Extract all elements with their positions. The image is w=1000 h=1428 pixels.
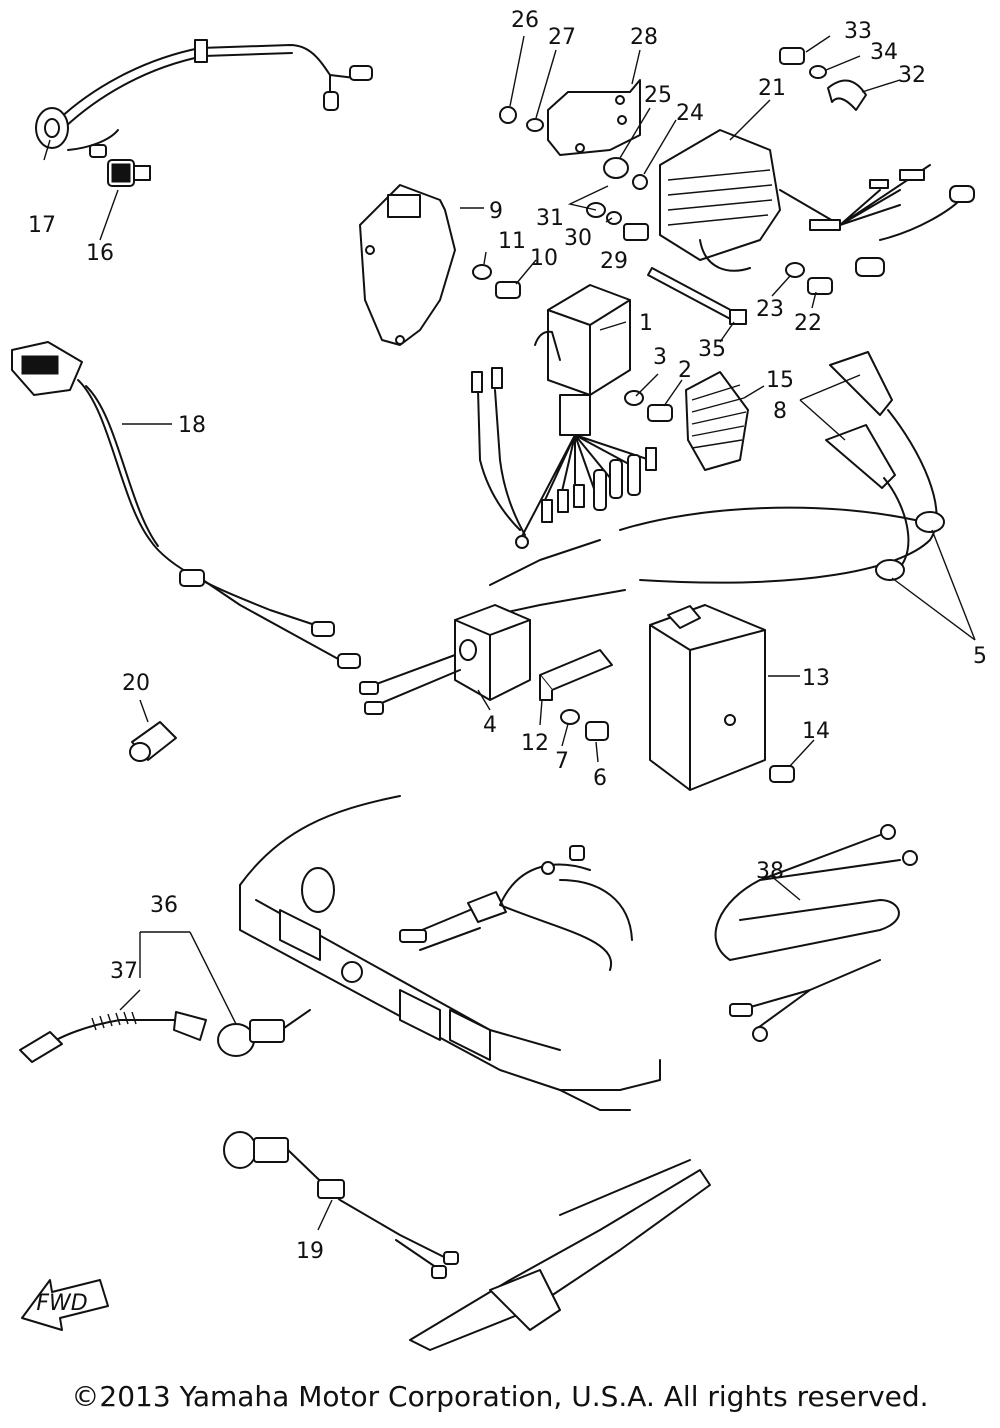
callout-36: 36 <box>150 893 178 918</box>
cowling-lead-wire <box>399 845 633 971</box>
callout-8: 8 <box>773 399 787 424</box>
leader-lines <box>43 35 976 1231</box>
wire-harness-18[interactable] <box>11 341 361 669</box>
switch-harness-19[interactable] <box>223 1131 459 1279</box>
callout-labels: 1 2 3 4 5 6 7 8 9 10 11 12 13 14 15 16 1… <box>28 8 987 1264</box>
nut-26[interactable] <box>499 106 517 124</box>
callout-10: 10 <box>530 246 558 271</box>
callout-34: 34 <box>870 40 898 65</box>
callout-9: 9 <box>489 199 503 224</box>
bolt-22[interactable] <box>807 277 833 295</box>
grommet-25[interactable] <box>603 157 629 179</box>
callout-31: 31 <box>536 206 564 231</box>
callout-32: 32 <box>898 63 926 88</box>
washer-27[interactable] <box>526 118 544 132</box>
bolt-6[interactable] <box>585 721 609 741</box>
bolt-2[interactable] <box>647 404 673 422</box>
callout-24: 24 <box>676 101 704 126</box>
steering-bracket <box>409 1159 711 1351</box>
forward-direction-arrow: FWD <box>21 1279 109 1331</box>
callout-27: 27 <box>548 25 576 50</box>
callout-6: 6 <box>593 766 607 791</box>
callout-19: 19 <box>296 1239 324 1264</box>
callout-2: 2 <box>678 358 692 383</box>
callout-29: 29 <box>600 249 628 274</box>
callout-28: 28 <box>630 25 658 50</box>
callout-12: 12 <box>521 731 549 756</box>
collar-24[interactable] <box>632 174 648 190</box>
wire-harness-17[interactable] <box>35 39 373 158</box>
callout-35: 35 <box>698 337 726 362</box>
washer-3[interactable] <box>624 390 644 406</box>
callout-37: 37 <box>110 959 138 984</box>
washer-7[interactable] <box>560 709 580 725</box>
callout-14: 14 <box>802 719 830 744</box>
callout-5: 5 <box>973 644 987 669</box>
bolt-29[interactable] <box>623 223 649 241</box>
callout-16: 16 <box>86 241 114 266</box>
callout-13: 13 <box>802 666 830 691</box>
callout-23: 23 <box>756 297 784 322</box>
callout-3: 3 <box>653 345 667 370</box>
switch-16[interactable] <box>107 159 151 187</box>
bolt-10[interactable] <box>495 281 521 299</box>
clamp-32[interactable] <box>827 79 867 111</box>
plug-20[interactable] <box>129 721 177 762</box>
bracket-9[interactable] <box>359 184 456 346</box>
callout-17: 17 <box>28 213 56 238</box>
callout-18: 18 <box>178 413 206 438</box>
stop-switch-36[interactable] <box>217 1009 311 1057</box>
callout-15: 15 <box>766 368 794 393</box>
bottom-cowling <box>239 795 661 1111</box>
callout-22: 22 <box>794 311 822 336</box>
callout-21: 21 <box>758 76 786 101</box>
connector-15[interactable] <box>685 371 749 471</box>
washer-34[interactable] <box>809 65 827 79</box>
bolt-33[interactable] <box>779 47 805 65</box>
ignition-coil-4[interactable] <box>359 604 531 715</box>
callout-30: 30 <box>564 226 592 251</box>
lanyard-37[interactable] <box>19 1011 207 1063</box>
wire-38[interactable] <box>714 824 918 1042</box>
washer-11[interactable] <box>472 264 492 280</box>
bolt-14[interactable] <box>769 765 795 783</box>
callout-4: 4 <box>483 713 497 738</box>
cdi-unit-1[interactable] <box>471 284 657 549</box>
rectifier-regulator-21[interactable] <box>659 129 975 277</box>
fwd-label: FWD <box>36 1291 87 1316</box>
copyright-notice: ©2013 Yamaha Motor Corporation, U.S.A. A… <box>71 1380 929 1413</box>
cover-13[interactable] <box>649 604 766 791</box>
callout-38: 38 <box>756 859 784 884</box>
plug-cap-8[interactable] <box>825 351 896 489</box>
bracket-12[interactable] <box>539 649 613 701</box>
bracket-28[interactable] <box>547 79 641 156</box>
tie-strap-35[interactable] <box>647 267 747 325</box>
callout-26: 26 <box>511 8 539 33</box>
washer-23[interactable] <box>785 262 805 278</box>
callout-1: 1 <box>639 311 653 336</box>
callout-33: 33 <box>844 19 872 44</box>
callout-11: 11 <box>498 229 526 254</box>
callout-7: 7 <box>555 749 569 774</box>
washer-30[interactable] <box>606 211 622 225</box>
callout-20: 20 <box>122 671 150 696</box>
callout-25: 25 <box>644 83 672 108</box>
